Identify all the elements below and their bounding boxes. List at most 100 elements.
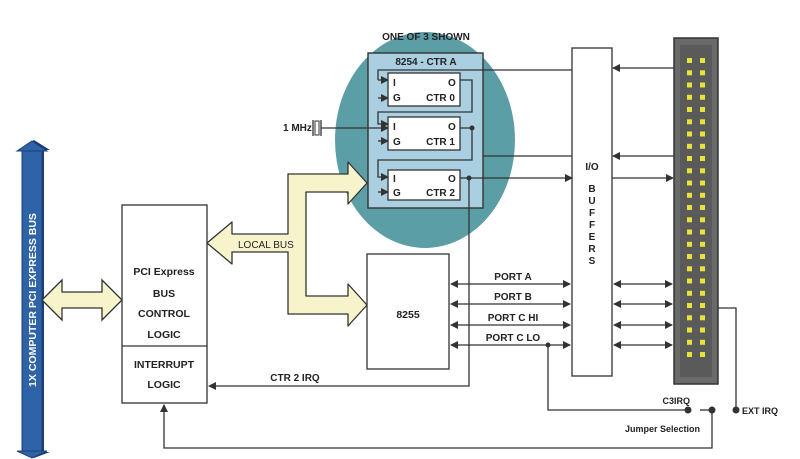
counter-panel-title: 8254 - CTR A <box>395 57 456 68</box>
connector-pin <box>700 82 705 88</box>
io-buffers-label-3: F <box>589 208 595 219</box>
connector-pin <box>700 58 705 63</box>
port-c-hi-label: PORT C HI <box>488 313 539 324</box>
local-bus-arrow: LOCAL BUS <box>206 161 368 327</box>
connector-pin <box>700 205 705 210</box>
ppi-label: 8255 <box>396 309 420 321</box>
connector-pin <box>687 131 692 137</box>
connector-pin <box>687 70 692 76</box>
counter-0-gate: G <box>393 93 401 104</box>
bus-to-pci-arrow <box>41 278 123 322</box>
ctr2-irq-label: CTR 2 IRQ <box>270 373 320 384</box>
jumper-return-line <box>160 404 713 449</box>
connector-pin <box>700 303 705 308</box>
pci-label-line-4: LOGIC <box>147 329 181 341</box>
connector-pin <box>700 229 705 235</box>
counter-panel: 8254 - CTR A I O G CTR 0 I O G CTR 1 I O… <box>367 52 484 209</box>
pci-control-block: PCI Express BUS CONTROL LOGIC INTERRUPT … <box>121 204 208 404</box>
counter-0-output: O <box>448 78 456 89</box>
ctr2-irq-line <box>208 178 470 390</box>
connector-pin <box>687 156 692 161</box>
ext-irq-label: EXT IRQ <box>742 406 778 416</box>
connector-pin <box>700 266 705 272</box>
clock-label: 1 MHz <box>283 123 312 134</box>
connector-pin <box>687 241 692 247</box>
connector-pin <box>687 266 692 272</box>
connector-pin <box>700 192 705 198</box>
connector-pin <box>687 58 692 63</box>
c3irq-label: C3IRQ <box>662 396 690 406</box>
connector-pin <box>700 107 705 112</box>
connector-pin <box>700 315 705 321</box>
ext-irq-line <box>718 307 737 410</box>
connector-pin <box>700 352 705 357</box>
clock-oscillator: 1 MHz <box>283 120 389 136</box>
buffer-connector-links <box>612 64 674 349</box>
connector-pin <box>687 82 692 88</box>
counter-caption: ONE OF 3 SHOWN <box>382 32 470 43</box>
connector-pin <box>687 119 692 125</box>
counter-1: I O G CTR 1 <box>387 116 461 151</box>
connector-pin <box>700 254 705 259</box>
connector-pin <box>687 168 692 174</box>
connector-pin <box>700 241 705 247</box>
interrupt-label-line-1: INTERRUPT <box>134 359 195 371</box>
connector-pin <box>687 303 692 308</box>
pci-express-bus: 1X COMPUTER PCI EXPRESS BUS <box>15 140 50 459</box>
connector-pin <box>700 290 705 296</box>
connector-pin <box>687 254 692 259</box>
counter-0: I O G CTR 0 <box>387 72 461 107</box>
connector-pin <box>687 143 692 149</box>
pci-label-line-1: PCI Express <box>133 266 194 278</box>
counter-1-input: I <box>393 122 396 133</box>
connector-pin <box>687 229 692 235</box>
connector-pin <box>700 278 705 284</box>
local-bus-label: LOCAL BUS <box>238 240 294 251</box>
connector-pin <box>687 94 692 100</box>
io-buffers-label-1: B <box>588 184 595 195</box>
port-lines: PORT A PORT B PORT C HI PORT C LO <box>450 272 571 349</box>
interrupt-label-line-2: LOGIC <box>147 379 181 391</box>
io-buffers-label-7: S <box>589 256 596 267</box>
counter-0-name: CTR 0 <box>426 93 455 104</box>
connector-pin <box>687 290 692 296</box>
connector-pin <box>700 156 705 161</box>
io-buffers-label-4: F <box>589 220 595 231</box>
connector-pin <box>700 94 705 100</box>
io-buffers-label-6: R <box>588 244 596 255</box>
io-connector <box>673 37 719 385</box>
pci-express-bus-label: 1X COMPUTER PCI EXPRESS BUS <box>27 213 39 387</box>
jumper-label: Jumper Selection <box>625 424 700 434</box>
connector-pin <box>700 168 705 174</box>
ppi-8255: 8255 <box>366 253 450 370</box>
io-buffers-label-2: U <box>588 196 595 207</box>
connector-pin <box>687 180 692 186</box>
counter-2-input: I <box>393 174 396 185</box>
connector-pin <box>687 107 692 112</box>
connector-pin <box>687 315 692 321</box>
counter-2-output: O <box>448 174 456 185</box>
counter-1-output: O <box>448 122 456 133</box>
counter-2-name: CTR 2 <box>426 188 455 199</box>
connector-pin <box>700 180 705 186</box>
port-b-label: PORT B <box>494 292 532 303</box>
connector-pin <box>700 327 705 333</box>
io-buffers-label-5: E <box>589 232 596 243</box>
counter-1-name: CTR 1 <box>426 137 455 148</box>
connector-pin <box>687 327 692 333</box>
connector-pin <box>700 70 705 76</box>
connector-pin <box>687 217 692 223</box>
port-c-lo-label: PORT C LO <box>486 333 541 344</box>
counter-0-input: I <box>393 78 396 89</box>
connector-pin <box>687 205 692 210</box>
connector-pin <box>700 131 705 137</box>
connector-pin <box>700 339 705 345</box>
connector-pin <box>687 352 692 357</box>
port-a-label: PORT A <box>494 272 531 283</box>
connector-pin <box>700 217 705 223</box>
connector-pin <box>687 339 692 345</box>
c3irq-line <box>547 345 688 411</box>
connector-pin <box>700 143 705 149</box>
counter-2: I O G CTR 2 <box>387 169 461 201</box>
